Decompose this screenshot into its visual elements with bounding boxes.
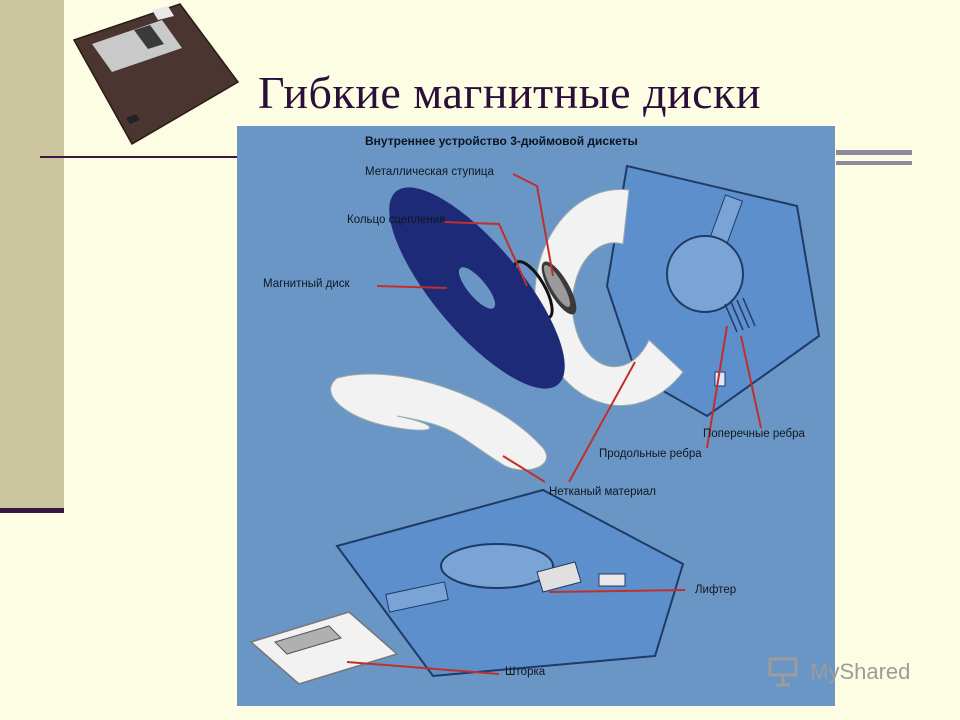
exploded-diagram — [249, 164, 821, 685]
write-protect-lower-shape — [598, 573, 626, 587]
lower-window-shape — [385, 581, 449, 613]
figure-title: Внутреннее устройство 3-дюймовой дискеты — [365, 134, 638, 148]
watermark-text: MyShared — [810, 659, 911, 684]
label-lifter: Лифтер — [695, 584, 737, 596]
liner-upper-shape — [534, 189, 684, 406]
lifter-shape — [536, 561, 582, 593]
label-nonwoven: Нетканый материал — [549, 486, 657, 498]
watermark: MyShared — [766, 656, 910, 692]
floppy-disk-icon — [72, 3, 240, 146]
presentation-icon — [768, 657, 798, 687]
label-longitudinal-ribs: Продольные ребра — [599, 448, 702, 460]
transverse-ribs-shape — [724, 297, 756, 333]
label-clutch-ring: Кольцо сцепления — [347, 214, 446, 226]
label-metal-hub: Металлическая ступица — [365, 166, 494, 178]
shutter-shape — [249, 611, 399, 685]
hub-opening-shape — [666, 235, 744, 313]
label-shutter: Шторка — [505, 666, 546, 678]
lower-hub-opening-shape — [440, 543, 554, 589]
title-underline — [40, 156, 240, 158]
liner-lower-shape — [330, 373, 547, 471]
label-magnetic-disk: Магнитный диск — [263, 278, 350, 290]
leader-lines — [346, 173, 762, 675]
accent-rule-bottom — [836, 161, 912, 165]
accent-rule-top — [836, 150, 912, 155]
left-decor-bar — [0, 0, 64, 512]
label-transverse-ribs: Поперечные ребра — [703, 428, 805, 440]
floppy-structure-figure: Внутреннее устройство 3-дюймовой дискеты… — [237, 126, 835, 706]
left-decor-bar-foot — [0, 508, 64, 513]
slide-title: Гибкие магнитные диски — [258, 67, 762, 118]
